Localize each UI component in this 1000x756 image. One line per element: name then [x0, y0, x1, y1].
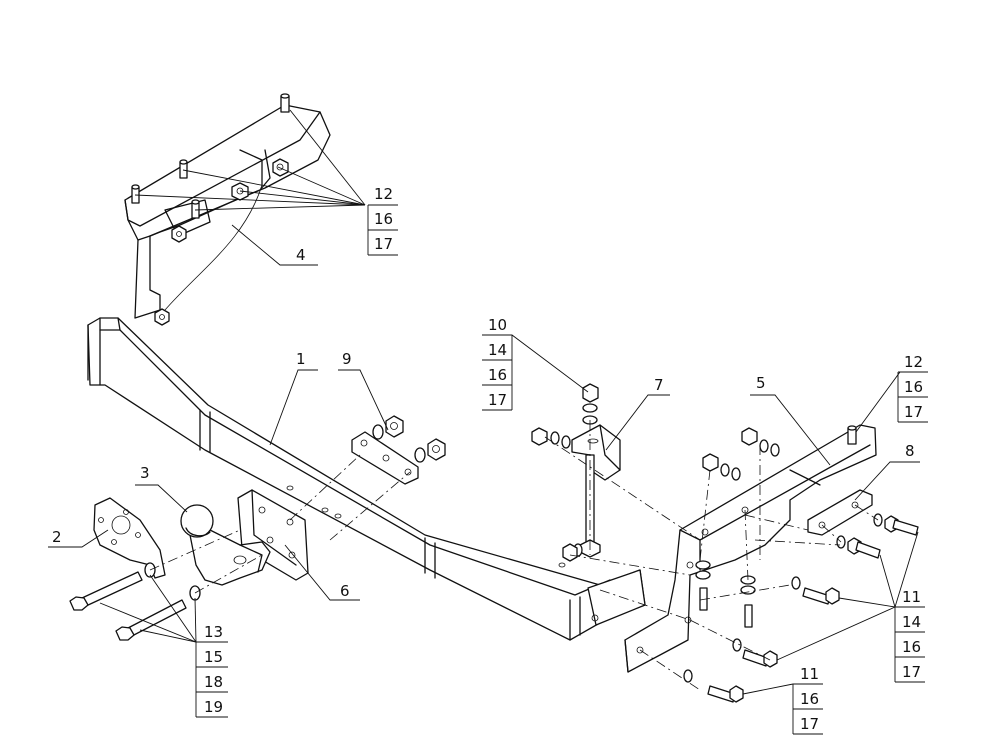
nut: [562, 543, 578, 562]
callout-2-label: 2: [52, 528, 62, 546]
callout-2: 2: [48, 528, 109, 548]
callout-stack-bottom-left: 13 15 18 19: [99, 574, 228, 718]
washer: [582, 403, 598, 413]
washer: [550, 431, 560, 445]
part-4-left-bracket: [124, 93, 331, 326]
callout-4: 4: [231, 224, 318, 266]
washer: [759, 439, 769, 453]
washer: [731, 467, 741, 481]
callout-stack-top-right: 12 16 17: [855, 353, 928, 433]
callout-8: 8: [854, 442, 920, 501]
assembly-axes: [149, 420, 879, 691]
callout-5: 5: [750, 374, 831, 466]
stack-right-2: 14: [902, 613, 921, 631]
stack-mid-4: 17: [488, 391, 507, 409]
callout-stack-top-left: 12 16 17: [134, 109, 398, 256]
stud: [744, 604, 753, 628]
callout-1-label: 1: [296, 350, 306, 368]
part-8-plate: [807, 489, 873, 536]
washer: [695, 560, 711, 570]
stack-bottom-right-2: 16: [800, 690, 819, 708]
stack-right-1: 11: [902, 588, 921, 606]
nut: [171, 225, 187, 243]
stack-bottom-right-3: 17: [800, 715, 819, 733]
part-5-right-bracket: [624, 424, 877, 673]
stack-bottom-left-2: 15: [204, 648, 223, 666]
nut: [531, 427, 548, 446]
stack-bottom-left-1: 13: [204, 623, 223, 641]
callout-stack-right: 11 14 16 17: [776, 531, 925, 683]
bolt: [873, 513, 919, 536]
washer: [414, 447, 426, 463]
washer: [740, 585, 756, 595]
part-9-plate: [351, 415, 446, 485]
callout-5-label: 5: [756, 374, 766, 392]
callout-6: 6: [284, 544, 360, 601]
stack-top-right-1: 12: [904, 353, 923, 371]
stud: [280, 93, 290, 113]
callout-7-label: 7: [654, 376, 664, 394]
stack-top-left-3: 17: [374, 235, 393, 253]
stack-right-3: 16: [902, 638, 921, 656]
washer: [372, 424, 384, 440]
stack-mid-2: 14: [488, 341, 507, 359]
stack-mid-3: 16: [488, 366, 507, 384]
callout-7: 7: [605, 376, 670, 451]
stack-top-right-3: 17: [904, 403, 923, 421]
stack-top-left-1: 12: [374, 185, 393, 203]
nut: [385, 415, 404, 438]
stack-mid-1: 10: [488, 316, 507, 334]
stud: [179, 159, 188, 179]
bolt: [683, 669, 744, 703]
part-2-socket-bracket: [93, 497, 166, 579]
bolt: [115, 599, 187, 641]
bolt: [791, 576, 840, 605]
washer: [720, 463, 730, 477]
stud: [191, 199, 200, 219]
nut: [427, 438, 446, 461]
nut: [582, 383, 599, 403]
washer: [561, 435, 571, 449]
bolt: [732, 638, 778, 668]
callout-3: 3: [135, 464, 188, 513]
callout-stack-mid: 10 14 16 17: [482, 316, 589, 411]
callout-1: 1: [269, 350, 318, 446]
callout-4-label: 4: [296, 246, 306, 264]
bolt: [836, 535, 881, 559]
washer: [695, 570, 711, 580]
part-7-center-bracket: [531, 383, 621, 562]
callout-6-label: 6: [340, 582, 350, 600]
callout-stack-bottom-right: 11 16 17: [742, 665, 823, 735]
nut: [154, 308, 170, 326]
nut: [702, 453, 719, 472]
part-1-cross-beam: [87, 317, 646, 641]
callout-9: 9: [338, 350, 389, 431]
stack-bottom-left-4: 19: [204, 698, 223, 716]
stack-top-right-2: 16: [904, 378, 923, 396]
stud: [131, 184, 140, 204]
nut: [272, 158, 289, 177]
stack-bottom-right-1: 11: [800, 665, 819, 683]
callout-8-label: 8: [905, 442, 915, 460]
stud: [847, 425, 857, 445]
callout-3-label: 3: [140, 464, 150, 482]
nut: [741, 427, 758, 446]
callout-9-label: 9: [342, 350, 352, 368]
stack-top-left-2: 16: [374, 210, 393, 228]
stack-right-4: 17: [902, 663, 921, 681]
washer: [770, 443, 780, 457]
stack-bottom-left-3: 18: [204, 673, 223, 691]
bolt: [69, 571, 143, 611]
